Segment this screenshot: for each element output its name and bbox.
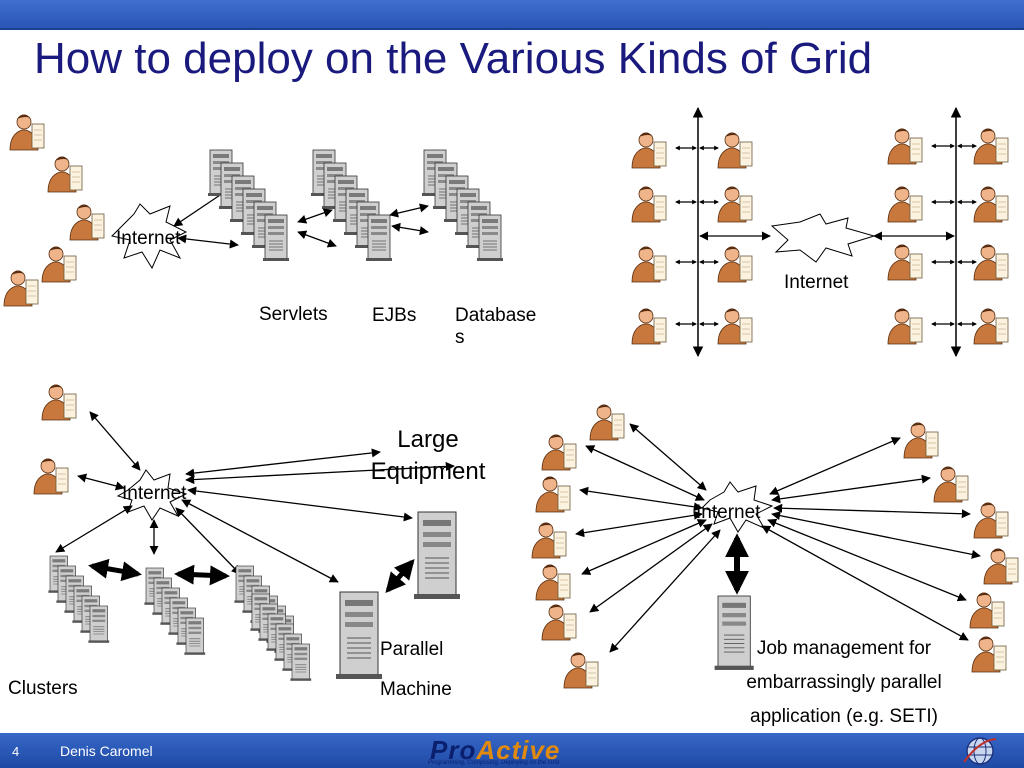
link-arrow [181, 499, 339, 583]
user-person-icon [69, 204, 105, 241]
quadrant-heterogeneous [33, 384, 461, 681]
user-person-icon [973, 186, 1009, 223]
star-link-arrows [575, 423, 981, 653]
header-bar [0, 0, 1024, 30]
label-internet-star: Internet [696, 502, 761, 523]
lan-link-arrows [675, 143, 977, 327]
user-person-icon [631, 246, 667, 283]
link-arrow [89, 411, 141, 471]
link-arrow [175, 507, 241, 575]
internet-burst-icon [701, 481, 774, 533]
link-arrow [185, 461, 455, 485]
link-arrow [185, 448, 381, 478]
label-large-equipment-line2: Equipment [370, 458, 486, 485]
large-equipment-server-icon [413, 511, 461, 600]
user-person-icon [887, 128, 923, 165]
user-person-icon [887, 308, 923, 345]
databases-server-rack-icon [422, 150, 503, 261]
quadrant-web-tier [3, 114, 503, 307]
label-job-management-line2: embarrassingly parallel [746, 672, 942, 693]
user-person-icon [717, 308, 753, 345]
user-person-icon [887, 186, 923, 223]
author-name: Denis Caromel [60, 743, 153, 759]
parallel-machine-server-icon [335, 591, 383, 680]
user-person-icon [973, 308, 1009, 345]
label-job-management-line1: Job management for [756, 638, 932, 659]
label-internet-hetero: Internet [122, 483, 187, 504]
user-person-icon [717, 186, 753, 223]
user-person-icon [933, 466, 969, 503]
brand-active: Active [476, 735, 561, 765]
proactive-logo: ProActive [430, 735, 560, 766]
servlets-server-rack-icon [208, 150, 289, 261]
label-job-management: Job management for embarrassingly parall… [704, 632, 984, 734]
user-person-icon [969, 592, 1005, 629]
label-databases-line2: s [455, 327, 465, 348]
user-person-icon [47, 156, 83, 193]
machine-link-arrow [385, 558, 415, 594]
brand-tagline: Programming, Composing, Deploying on the… [428, 760, 560, 766]
footer-bar [0, 733, 1024, 768]
link-arrow [389, 203, 429, 218]
user-person-icon [41, 246, 77, 283]
user-person-icon [631, 132, 667, 169]
user-person-icon [973, 502, 1009, 539]
cluster-icon [144, 568, 205, 655]
label-ejbs: EJBs [372, 305, 417, 326]
label-servlets: Servlets [259, 304, 328, 325]
user-person-icon [531, 522, 567, 559]
user-person-icon [3, 270, 39, 307]
label-databases: Database s [455, 305, 536, 349]
cluster-link-arrow [174, 564, 230, 586]
user-person-icon [535, 564, 571, 601]
user-person-icon [973, 128, 1009, 165]
user-person-icon [887, 244, 923, 281]
brand-pro: Pro [430, 735, 477, 765]
user-person-icon [717, 246, 753, 283]
slide-title: How to deploy on the Various Kinds of Gr… [34, 34, 873, 83]
user-person-icon [563, 652, 599, 689]
label-large-equipment: Large Equipment [358, 424, 498, 488]
user-person-icon [589, 404, 625, 441]
user-person-icon [541, 604, 577, 641]
globe-logo-icon [963, 737, 997, 765]
user-person-icon [903, 422, 939, 459]
label-clusters: Clusters [8, 678, 78, 699]
label-internet-lan: Internet [784, 272, 849, 293]
quadrant-lan-grid [631, 106, 1009, 358]
label-internet-web: Internet [116, 228, 181, 249]
user-person-icon [983, 548, 1019, 585]
internet-burst-icon [770, 213, 876, 263]
label-parallel-machine-line2: Machine [380, 679, 452, 700]
user-person-icon [541, 434, 577, 471]
label-job-management-line3: application (e.g. SETI) [750, 706, 938, 727]
link-arrow [297, 230, 337, 248]
link-arrow [77, 473, 125, 491]
user-person-icon [535, 476, 571, 513]
user-person-icon [717, 132, 753, 169]
link-arrow [187, 486, 413, 522]
user-person-icon [41, 384, 77, 421]
cluster-link-arrow [88, 558, 142, 582]
link-arrow [297, 208, 333, 224]
link-arrow [177, 234, 239, 249]
label-parallel-machine: Parallel Machine [380, 630, 452, 710]
quadrant-embarrassingly-parallel [531, 404, 1019, 689]
label-databases-line1: Database [455, 305, 537, 326]
link-arrow [391, 222, 429, 236]
label-parallel-machine-line1: Parallel [380, 639, 444, 660]
user-person-icon [9, 114, 45, 151]
page-number: 4 [12, 744, 20, 759]
label-large-equipment-line1: Large [397, 426, 459, 453]
user-person-icon [33, 458, 69, 495]
user-person-icon [631, 186, 667, 223]
user-person-icon [631, 308, 667, 345]
ejbs-server-rack-icon [311, 150, 392, 261]
link-arrow [55, 505, 133, 553]
user-person-icon [973, 244, 1009, 281]
internet-burst-icon [111, 203, 188, 270]
